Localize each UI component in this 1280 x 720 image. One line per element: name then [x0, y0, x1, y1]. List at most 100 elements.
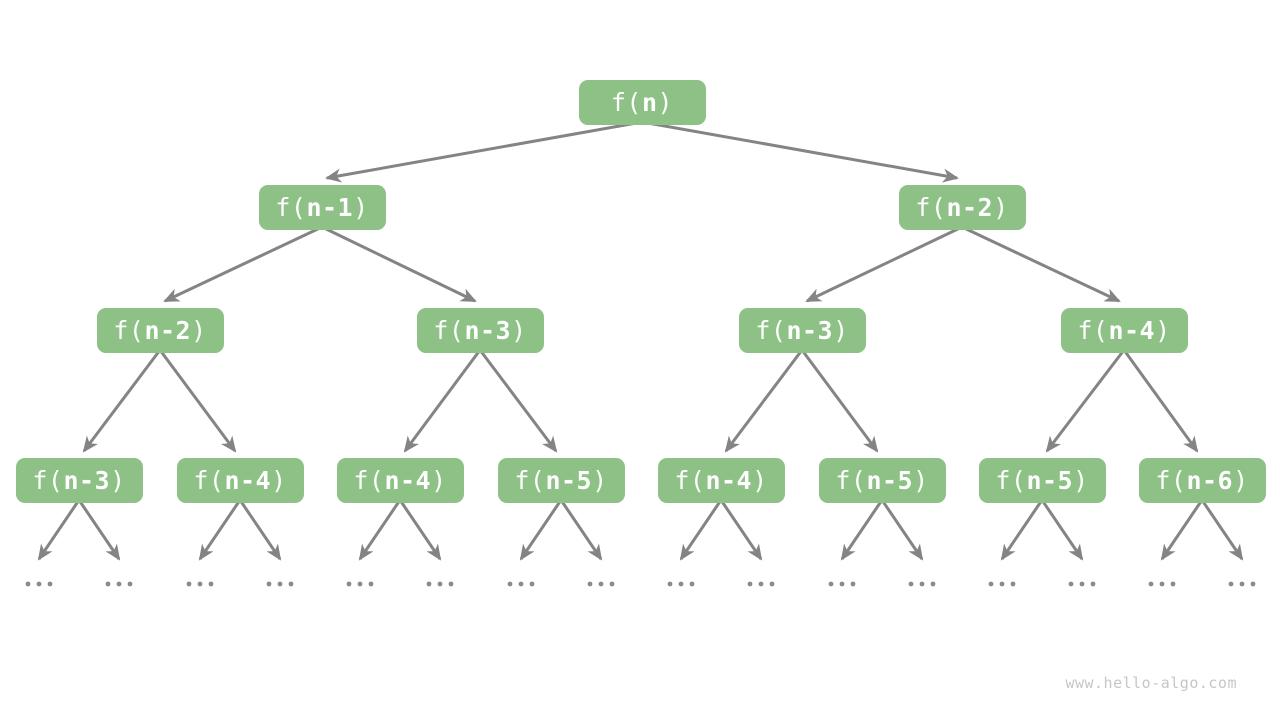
node-label-prefix: f( [835, 465, 867, 495]
edge-arrow [961, 225, 1121, 303]
node-label-suffix: ) [752, 465, 768, 495]
node-label-suffix: ) [833, 315, 849, 345]
ellipsis-dot [266, 581, 272, 587]
node-label-prefix: f( [674, 465, 706, 495]
ellipsis-dot [667, 581, 673, 587]
leaf-arrow [1040, 499, 1084, 561]
ellipsis-dot [988, 581, 994, 587]
node-label-prefix: f( [353, 465, 385, 495]
node-label-prefix: f( [433, 315, 465, 345]
node-label-var: n-2 [946, 192, 994, 222]
tree-node: f(n-4) [176, 457, 304, 503]
node-label-var: n-2 [144, 315, 192, 345]
ellipsis-dot [1079, 581, 1085, 587]
node-label-var: n-4 [1108, 315, 1156, 345]
ellipsis-dot [1010, 581, 1016, 587]
node-label-prefix: f( [995, 465, 1027, 495]
ellipsis-dot [105, 581, 111, 587]
node-label-suffix: ) [431, 465, 447, 495]
tree-node: f(n-4) [336, 457, 464, 503]
node-label-prefix: f( [755, 315, 787, 345]
leaf-ellipsis [507, 581, 535, 587]
node-label-prefix: f( [610, 87, 642, 117]
ellipsis-dot [1239, 581, 1245, 587]
ellipsis-dot [1159, 581, 1165, 587]
ellipsis-dot [288, 581, 294, 587]
node-label-var: n-4 [384, 465, 432, 495]
leaf-ellipsis [105, 581, 133, 587]
node-label-var: n-1 [306, 192, 354, 222]
node-label-suffix: ) [657, 87, 674, 117]
ellipsis-dot [346, 581, 352, 587]
edge-arrow [321, 225, 477, 303]
node-label-var: n-3 [63, 465, 111, 495]
tree-node: f(n-3) [416, 307, 544, 353]
leaf-arrow-lines [37, 499, 1244, 561]
tree-node: f(n-3) [738, 307, 866, 353]
leaf-arrow [358, 499, 402, 561]
tree-node: f(n) [578, 79, 706, 125]
leaf-arrow [840, 499, 884, 561]
leaf-ellipsis [1148, 581, 1176, 587]
leaf-ellipsis [25, 581, 53, 587]
node-label-var: n-4 [224, 465, 272, 495]
edge-arrow [403, 349, 482, 453]
tree-node: f(n-6) [1138, 457, 1266, 503]
node-label-suffix: ) [191, 315, 207, 345]
node-label-var: n-3 [464, 315, 512, 345]
ellipsis-dot [25, 581, 31, 587]
ellipsis-dot [1250, 581, 1256, 587]
edge-lines [82, 120, 1199, 453]
leaf-arrow [519, 499, 563, 561]
leaf-ellipsis [988, 581, 1016, 587]
ellipsis-dot [116, 581, 122, 587]
tree-node: f(n-2) [96, 307, 224, 353]
ellipsis-dot [598, 581, 604, 587]
edge-arrow [800, 349, 879, 453]
ellipsis-dot [1228, 581, 1234, 587]
tree-node: f(n-5) [978, 457, 1106, 503]
node-label-prefix: f( [275, 192, 307, 222]
node-label-prefix: f( [1155, 465, 1187, 495]
ellipsis-dot [529, 581, 535, 587]
leaf-arrow [238, 499, 282, 561]
ellipsis-dot [448, 581, 454, 587]
ellipsis-dot [1148, 581, 1154, 587]
node-label-suffix: ) [511, 315, 527, 345]
leaf-arrow [1000, 499, 1044, 561]
watermark: www.hello-algo.com [1065, 674, 1237, 692]
leaf-arrow [1160, 499, 1204, 561]
ellipsis-dot [127, 581, 133, 587]
node-label-suffix: ) [993, 192, 1009, 222]
node-label-prefix: f( [1077, 315, 1109, 345]
node-label-var: n-3 [786, 315, 834, 345]
edge-arrow [724, 349, 804, 453]
tree-node: f(n-5) [497, 457, 625, 503]
ellipsis-dot [1170, 581, 1176, 587]
tree-node: f(n-5) [818, 457, 946, 503]
edge-arrow [1122, 349, 1199, 453]
leaf-arrow [880, 499, 924, 561]
node-label-prefix: f( [32, 465, 64, 495]
ellipsis-dot [689, 581, 695, 587]
tree-node: f(n-4) [1060, 307, 1188, 353]
edge-arrow [1045, 349, 1126, 453]
ellipsis-dot [609, 581, 615, 587]
ellipsis-dot [919, 581, 925, 587]
node-label-var: n-5 [545, 465, 593, 495]
leaf-ellipsis [828, 581, 856, 587]
leaf-arrow [198, 499, 242, 561]
tree-node: f(n-2) [898, 184, 1026, 230]
ellipsis-dot [426, 581, 432, 587]
leaf-arrow [559, 499, 603, 561]
leaf-ellipsis [667, 581, 695, 587]
leaf-ellipsis [587, 581, 615, 587]
node-label-var: n-5 [866, 465, 914, 495]
node-label-suffix: ) [1155, 315, 1171, 345]
node-label-var: n-5 [1026, 465, 1074, 495]
node-label-prefix: f( [193, 465, 225, 495]
node-label-suffix: ) [592, 465, 608, 495]
ellipsis-dot [930, 581, 936, 587]
ellipsis-dot [850, 581, 856, 587]
